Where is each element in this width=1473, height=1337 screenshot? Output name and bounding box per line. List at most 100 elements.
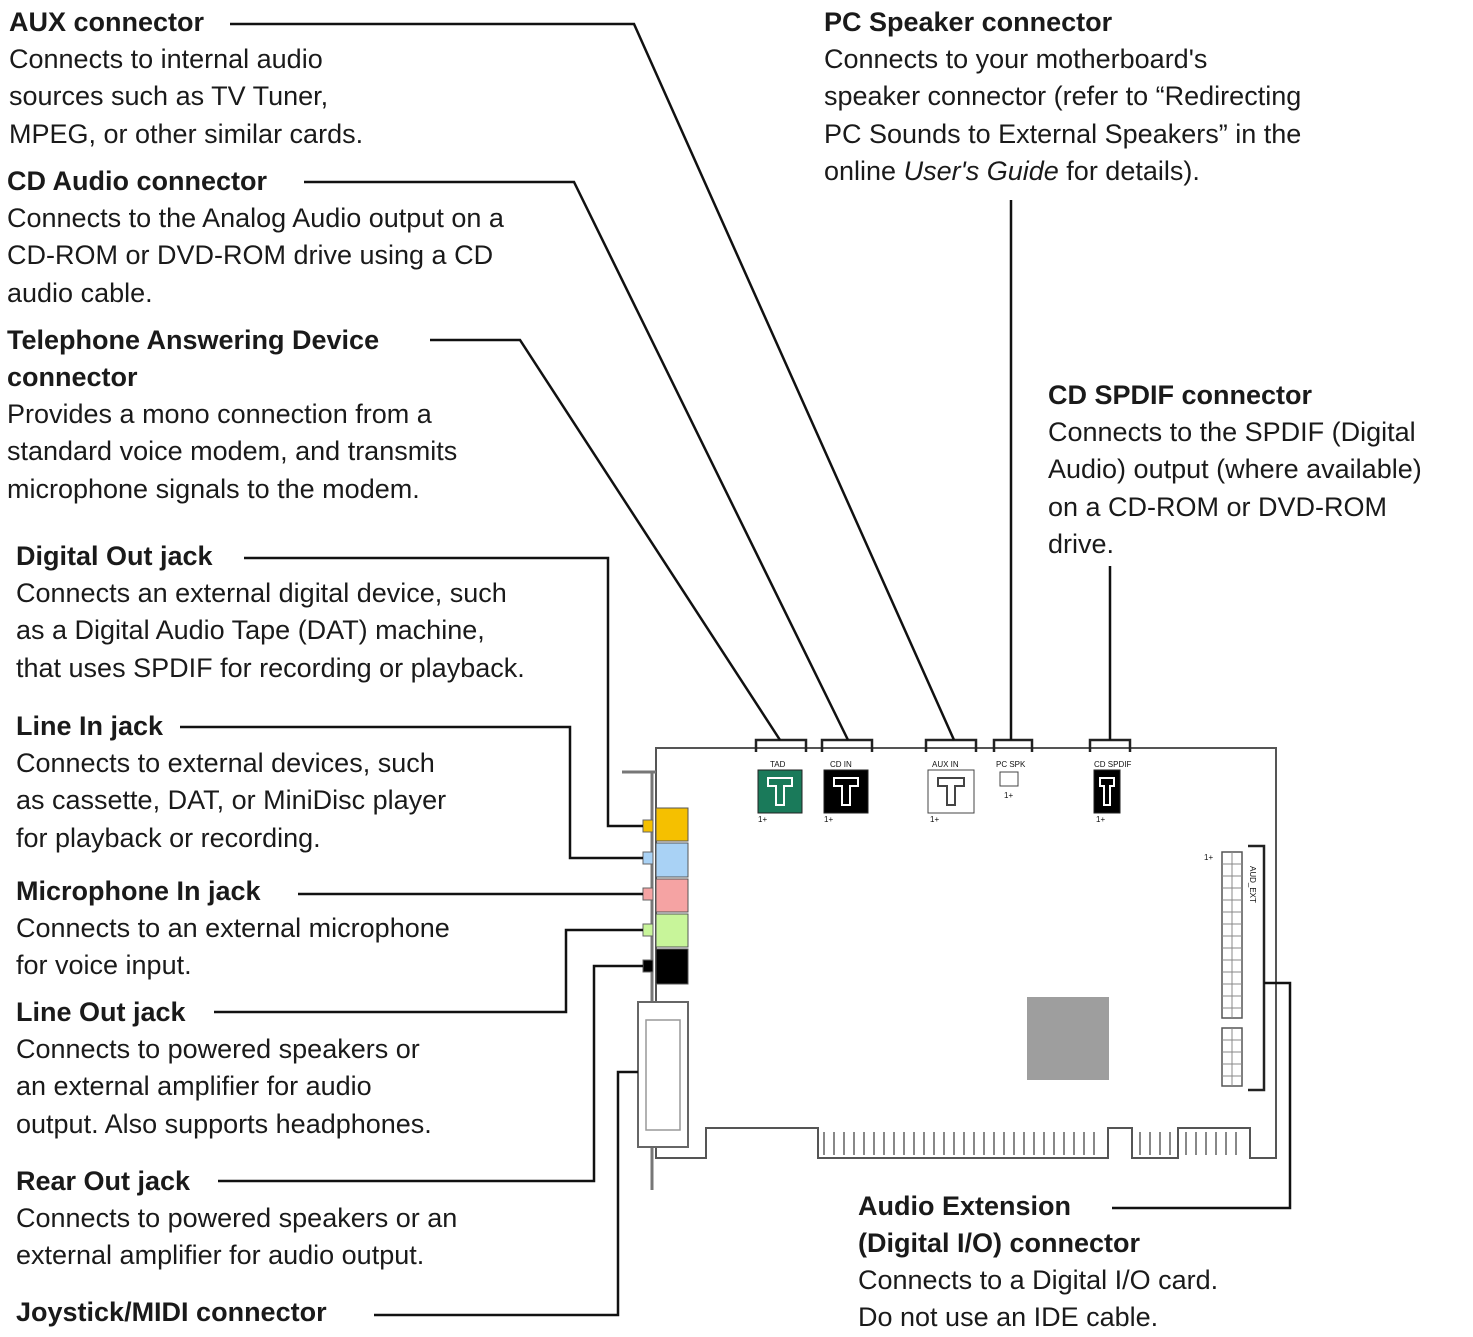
joystick-title: Joystick/MIDI connector (16, 1297, 327, 1327)
digital-out-jack (642, 819, 654, 833)
tad-desc-1: Provides a mono connection from a (7, 399, 432, 429)
digital-out-desc-1: Connects an external digital device, suc… (16, 578, 507, 608)
rear-out-desc-1: Connects to powered speakers or an (16, 1203, 458, 1233)
callout-line-out: Line Out jack Connects to powered speake… (16, 994, 432, 1143)
cd-spdif-desc-2: Audio) output (where available) (1048, 454, 1422, 485)
line-in-jack-body (655, 842, 689, 878)
callout-cd-spdif: CD SPDIF connector Connects to the SPDIF… (1048, 377, 1422, 563)
pin1-aux-in: 1+ (930, 815, 939, 824)
cd-spdif-title: CD SPDIF connector (1048, 380, 1313, 410)
audio-ext-desc-2: Do not use an IDE cable. (858, 1302, 1159, 1333)
line-in-desc-1: Connects to external devices, such (16, 748, 435, 778)
tad-desc-2: standard voice modem, and transmits (7, 436, 458, 467)
cd-audio-desc-1: Connects to the Analog Audio output on a (7, 203, 504, 233)
aux-in-connector (927, 769, 975, 814)
callout-aux: AUX connector Connects to internal audio… (9, 4, 363, 153)
digital-out-desc-3: that uses SPDIF for recording or playbac… (16, 652, 525, 683)
cd-audio-title: CD Audio connector (7, 166, 267, 196)
line-out-desc-1: Connects to powered speakers or (16, 1034, 420, 1064)
cd-audio-desc-2: CD-ROM or DVD-ROM drive using a CD (7, 240, 494, 271)
callout-digital-out: Digital Out jack Connects an external di… (16, 538, 525, 687)
users-guide-title: User's Guide (903, 155, 1059, 186)
line-in-title: Line In jack (16, 711, 164, 741)
mic-in-jack-body (655, 878, 689, 913)
pc-speaker-desc-4: online User's Guide for details). (824, 155, 1200, 186)
tad-desc-3: microphone signals to the modem. (7, 473, 420, 504)
sound-card-board (655, 747, 1277, 1159)
callout-audio-extension: Audio Extension (Digital I/O) connector … (858, 1188, 1218, 1337)
callout-rear-out: Rear Out jack Connects to powered speake… (16, 1163, 457, 1275)
line-out-desc-2: an external amplifier for audio (16, 1071, 372, 1102)
callout-line-in: Line In jack Connects to external device… (16, 708, 446, 857)
aud-ext-small-label: AUD_EXT (1248, 866, 1257, 903)
line-out-jack-body (655, 913, 689, 948)
pin1-cd-spdif: 1+ (1096, 815, 1105, 824)
tad-connector (757, 769, 803, 814)
pc-spk-connector (999, 771, 1019, 787)
line-in-desc-2: as cassette, DAT, or MiniDisc player (16, 785, 447, 816)
pc-speaker-desc-3: PC Sounds to External Speakers” in the (824, 118, 1302, 149)
pin1-tad: 1+ (758, 815, 767, 824)
pc-speaker-desc-1: Connects to your motherboard's (824, 44, 1208, 74)
aux-leader (230, 22, 956, 741)
cd-audio-desc-3: audio cable. (7, 277, 153, 308)
cd-spdif-desc-3: on a CD-ROM or DVD-ROM (1048, 491, 1388, 522)
pc-speaker-title: PC Speaker connector (824, 7, 1113, 37)
audio-ext-desc-1: Connects to a Digital I/O card. (858, 1265, 1219, 1295)
tad-leader (430, 338, 782, 741)
rear-out-jack-body (655, 948, 689, 985)
audio-extension-bracket (1248, 844, 1266, 1092)
audio-chip (1027, 997, 1109, 1080)
audio-ext-title-1: Audio Extension (858, 1191, 1072, 1221)
audio-ext-leader (1112, 981, 1292, 1210)
aux-desc-1: Connects to internal audio (9, 44, 323, 74)
callout-tad: Telephone Answering Device connector Pro… (7, 322, 457, 508)
rear-out-leader (218, 964, 643, 1183)
pin1-cd-in: 1+ (824, 815, 833, 824)
edge-connector-fingers (823, 1132, 1237, 1155)
cd-spdif-connector (1093, 769, 1121, 814)
line-out-leader (214, 928, 643, 1014)
joystick-leader (374, 1070, 638, 1317)
digital-out-title: Digital Out jack (16, 541, 213, 571)
rear-out-desc-2: external amplifier for audio output. (16, 1240, 425, 1271)
callout-pc-speaker: PC Speaker connector Connects to your mo… (824, 4, 1301, 190)
line-in-leader (180, 725, 643, 860)
line-out-title: Line Out jack (16, 997, 186, 1027)
line-in-desc-3: for playback or recording. (16, 822, 321, 853)
pc-spk-bracket (992, 738, 1034, 752)
aux-desc-3: MPEG, or other similar cards. (9, 118, 364, 149)
digital-out-jack-body (655, 807, 689, 842)
mic-in-desc-1: Connects to an external microphone (16, 913, 450, 943)
cd-spdif-desc-1: Connects to the SPDIF (Digital (1048, 417, 1416, 447)
line-out-jack (642, 923, 654, 937)
callout-joystick: Joystick/MIDI connector (16, 1294, 327, 1331)
cd-spdif-small-label: CD SPDIF (1094, 760, 1131, 769)
pc-spk-small-label: PC SPK (996, 760, 1026, 769)
cd-audio-leader (304, 180, 850, 741)
pin1-pc-spk: 1+ (1004, 791, 1013, 800)
cd-spdif-desc-4: drive. (1048, 528, 1115, 559)
aux-desc-2: sources such as TV Tuner, (9, 81, 329, 112)
mic-in-jack (642, 887, 654, 901)
aux-in-bracket (924, 738, 978, 752)
callout-cd-audio: CD Audio connector Connects to the Analo… (7, 163, 504, 312)
aux-title: AUX connector (9, 7, 205, 37)
digital-out-leader (244, 556, 643, 828)
mic-in-desc-2: for voice input. (16, 950, 192, 981)
rear-out-jack (642, 959, 654, 973)
audio-ext-title-2: (Digital I/O) connector (858, 1228, 1141, 1258)
line-in-jack (642, 851, 654, 865)
tad-title-2: connector (7, 362, 138, 392)
mic-in-title: Microphone In jack (16, 876, 261, 906)
callout-mic-in: Microphone In jack Connects to an extern… (16, 873, 450, 985)
line-out-desc-3: output. Also supports headphones. (16, 1108, 432, 1139)
aux-in-small-label: AUX IN (932, 760, 959, 769)
rear-out-title: Rear Out jack (16, 1166, 191, 1196)
digital-out-desc-2: as a Digital Audio Tape (DAT) machine, (16, 615, 485, 646)
tad-small-label: TAD (770, 760, 786, 769)
pc-speaker-desc-2: speaker connector (refer to “Redirecting (824, 81, 1302, 112)
tad-title-1: Telephone Answering Device (7, 325, 380, 355)
tad-bracket (754, 738, 808, 752)
